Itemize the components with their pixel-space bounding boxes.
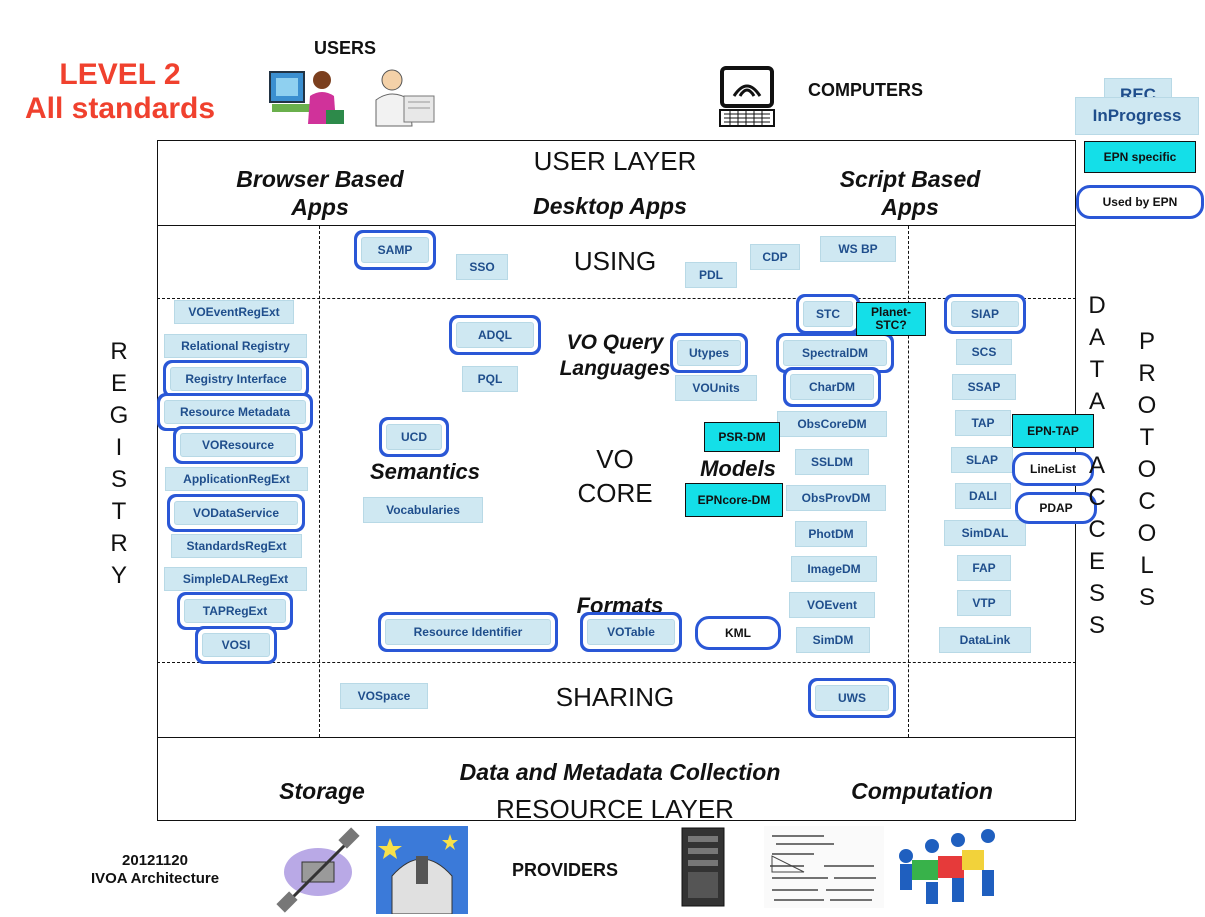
computation-label: Computation — [851, 778, 993, 804]
formats-label: Formats — [576, 593, 664, 618]
slap-box: SLAP — [951, 447, 1013, 473]
obscoredm-box: ObsCoreDM — [777, 411, 887, 437]
storage-label: Storage — [279, 778, 365, 804]
resource-identifier-box: Resource Identifier — [385, 619, 551, 645]
data-collection-label: Data and Metadata Collection — [459, 759, 781, 785]
ssldm-box: SSLDM — [795, 449, 869, 475]
legend-epn-specific: EPN specific — [1084, 141, 1196, 173]
user-at-computer-icon — [269, 71, 344, 124]
level-title-line2: All standards — [24, 92, 216, 125]
utypes-box: Utypes — [677, 340, 741, 366]
using-label: USING — [573, 246, 657, 276]
registry-item-voresource: VOResource — [180, 433, 296, 457]
footer-title: IVOA Architecture — [90, 870, 220, 887]
ucd-box: UCD — [386, 424, 442, 450]
epncore-dm-box: EPNcore-DM — [685, 483, 783, 517]
math-notes-icon — [764, 826, 884, 908]
epn-tap-box: EPN-TAP — [1012, 414, 1094, 448]
legend-used-by-epn: Used by EPN — [1076, 185, 1204, 219]
voevent-box: VOEvent — [789, 592, 875, 618]
adql-box: ADQL — [456, 322, 534, 348]
providers-label: PROVIDERS — [512, 860, 619, 880]
divider-user-layer — [157, 225, 1076, 226]
footer-caption: 20121120 IVOA Architecture — [70, 852, 240, 888]
simdm-box: SimDM — [796, 627, 870, 653]
spectraldm-box: SpectralDM — [783, 340, 887, 366]
ssap-box: SSAP — [952, 374, 1016, 400]
kml-box: KML — [695, 616, 781, 650]
divider-right — [908, 226, 909, 737]
chardm-box: CharDM — [790, 374, 874, 400]
server-icon — [681, 827, 725, 907]
registry-item-tapregext: TAPRegExt — [184, 599, 286, 623]
samp-box: SAMP — [361, 237, 429, 263]
vo-core-label: VO CORE — [577, 444, 653, 508]
stc-box: STC — [803, 301, 853, 327]
users-label: USERS — [314, 38, 377, 58]
footer-date: 20121120 — [122, 852, 188, 869]
browser-apps-label: Browser Based Apps — [236, 166, 404, 220]
desktop-apps-label: Desktop Apps — [533, 193, 687, 219]
vospace-box: VOSpace — [340, 683, 428, 709]
registry-item-resource-metadata: Resource Metadata — [164, 400, 306, 424]
pql-box: PQL — [462, 366, 518, 392]
computers-label: COMPUTERS — [808, 80, 924, 100]
registry-item-registry-interface: Registry Interface — [170, 367, 302, 391]
level-title-line1: LEVEL 2 — [59, 58, 181, 91]
registry-item-standardsregext: StandardsRegExt — [171, 534, 302, 558]
registry-item-relational-registry: Relational Registry — [164, 334, 307, 358]
psr-dm-box: PSR-DM — [704, 422, 780, 452]
script-apps-label: Script Based Apps — [839, 166, 981, 220]
planet-stc-box: Planet- STC? — [856, 302, 926, 336]
registry-item-simpledalregext: SimpleDALRegExt — [164, 567, 307, 591]
votable-box: VOTable — [587, 619, 675, 645]
team-puzzle-icon — [899, 829, 995, 904]
legend-inprogress: InProgress — [1075, 97, 1199, 135]
pdl-box: PDL — [685, 262, 737, 288]
imagedm-box: ImageDM — [791, 556, 877, 582]
user-layer-title: USER LAYER — [533, 146, 697, 176]
sharing-label: SHARING — [555, 682, 675, 712]
datalink-box: DataLink — [939, 627, 1031, 653]
obsprovdm-box: ObsProvDM — [786, 485, 886, 511]
vounits-box: VOUnits — [675, 375, 757, 401]
divider-sharing — [157, 662, 1076, 663]
satellite-icon — [276, 827, 360, 913]
ws-bp-box: WS BP — [820, 236, 896, 262]
semantics-label: Semantics — [369, 459, 481, 484]
observatory-icon — [376, 826, 468, 914]
models-label: Models — [700, 456, 776, 481]
registry-item-applicationregext: ApplicationRegExt — [165, 467, 308, 491]
divider-using — [157, 298, 1076, 299]
dali-box: DALI — [955, 483, 1011, 509]
registry-item-vosi: VOSI — [202, 633, 270, 657]
registry-item-voeventregext: VOEventRegExt — [174, 300, 294, 324]
user-reading-icon — [375, 69, 435, 127]
photdm-box: PhotDM — [795, 521, 867, 547]
vtp-box: VTP — [957, 590, 1011, 616]
siap-box: SIAP — [951, 301, 1019, 327]
pdap-box: PDAP — [1015, 492, 1097, 524]
divider-resource-layer — [157, 737, 1076, 738]
fap-box: FAP — [957, 555, 1011, 581]
vocabularies-box: Vocabularies — [363, 497, 483, 523]
linelist-box: LineList — [1012, 452, 1094, 486]
cdp-box: CDP — [750, 244, 800, 270]
simdal-box: SimDAL — [944, 520, 1026, 546]
resource-layer-title: RESOURCE LAYER — [496, 794, 734, 824]
sso-box: SSO — [456, 254, 508, 280]
registry-item-vodataservice: VODataService — [174, 501, 298, 525]
divider-left — [319, 226, 320, 737]
scs-box: SCS — [956, 339, 1012, 365]
uws-box: UWS — [815, 685, 889, 711]
tap-box: TAP — [955, 410, 1011, 436]
level-title: LEVEL 2 All standards — [20, 58, 220, 126]
computer-terminal-icon — [719, 66, 775, 127]
vo-query-languages-label: VO Query Languages — [559, 331, 671, 380]
